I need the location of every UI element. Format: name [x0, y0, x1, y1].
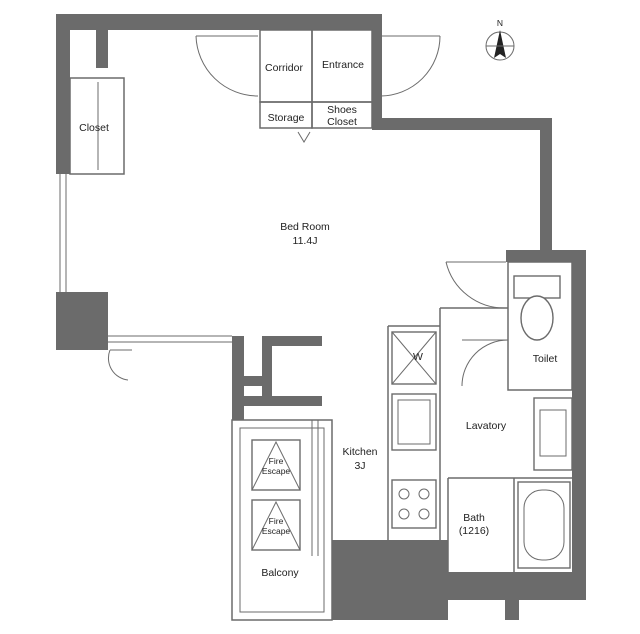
compass-label: N — [497, 18, 503, 28]
exterior-walls — [56, 14, 586, 620]
label-closet: Closet — [79, 122, 109, 134]
label-shoes-closet-2: Closet — [327, 116, 357, 128]
label-balcony: Balcony — [261, 567, 299, 579]
doors — [107, 35, 509, 387]
fixtures — [251, 275, 573, 569]
label-bath: Bath — [463, 512, 485, 524]
label-kitchen-size: 3J — [354, 460, 365, 472]
label-storage: Storage — [268, 112, 305, 124]
label-fire-escape-2b: Escape — [262, 526, 291, 536]
label-bedroom-size: 11.4J — [293, 235, 318, 247]
label-bedroom: Bed Room — [280, 221, 330, 233]
label-corridor: Corridor — [265, 62, 303, 74]
label-washer: W — [413, 351, 423, 363]
interior-walls — [59, 29, 573, 621]
compass-icon: N — [485, 18, 515, 61]
label-lavatory: Lavatory — [466, 420, 507, 432]
label-fire-escape-1b: Escape — [262, 466, 291, 476]
label-bath-size: (1216) — [459, 525, 489, 537]
label-fire-escape-2a: Fire — [269, 516, 284, 526]
label-toilet: Toilet — [533, 353, 558, 365]
room-labels: Corridor Entrance Storage Shoes Closet C… — [79, 59, 557, 579]
label-kitchen: Kitchen — [342, 446, 377, 458]
label-fire-escape-1a: Fire — [269, 456, 284, 466]
label-shoes-closet-1: Shoes — [327, 104, 357, 116]
label-entrance: Entrance — [322, 59, 364, 71]
